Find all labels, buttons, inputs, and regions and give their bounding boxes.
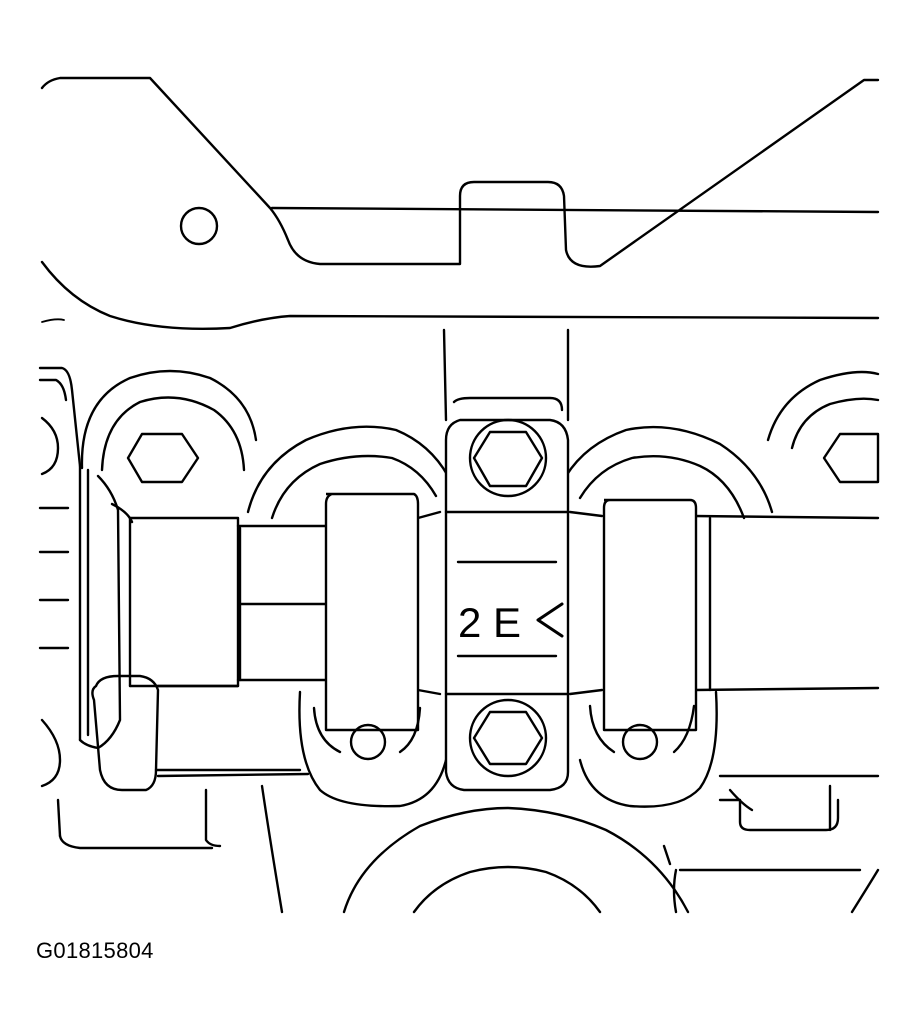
direction-arrow-icon xyxy=(536,602,564,638)
cylinder-head-outline xyxy=(40,76,880,330)
dowel-hole-icon xyxy=(349,723,387,761)
hex-bolt-icon xyxy=(126,432,200,484)
dowel-hole-icon xyxy=(621,723,659,761)
hex-bolt-icon xyxy=(472,430,544,488)
journal-housings xyxy=(246,425,774,520)
camshaft xyxy=(110,502,880,696)
center-rib xyxy=(442,328,570,422)
lower-body xyxy=(56,674,880,914)
figure-id: G01815804 xyxy=(36,938,154,963)
left-side-wall xyxy=(38,366,122,788)
left-bolt-boss xyxy=(80,369,258,484)
right-bolt-boss xyxy=(766,370,880,484)
cap-marking: 2 E xyxy=(458,599,521,646)
hex-bolt-icon xyxy=(822,432,880,484)
cam-lobe-right xyxy=(588,498,698,761)
hex-bolt-icon xyxy=(472,710,544,766)
dowel-hole-icon xyxy=(179,206,219,246)
cam-lobe-left xyxy=(312,492,422,761)
bearing-cap: 2 E xyxy=(444,418,570,792)
